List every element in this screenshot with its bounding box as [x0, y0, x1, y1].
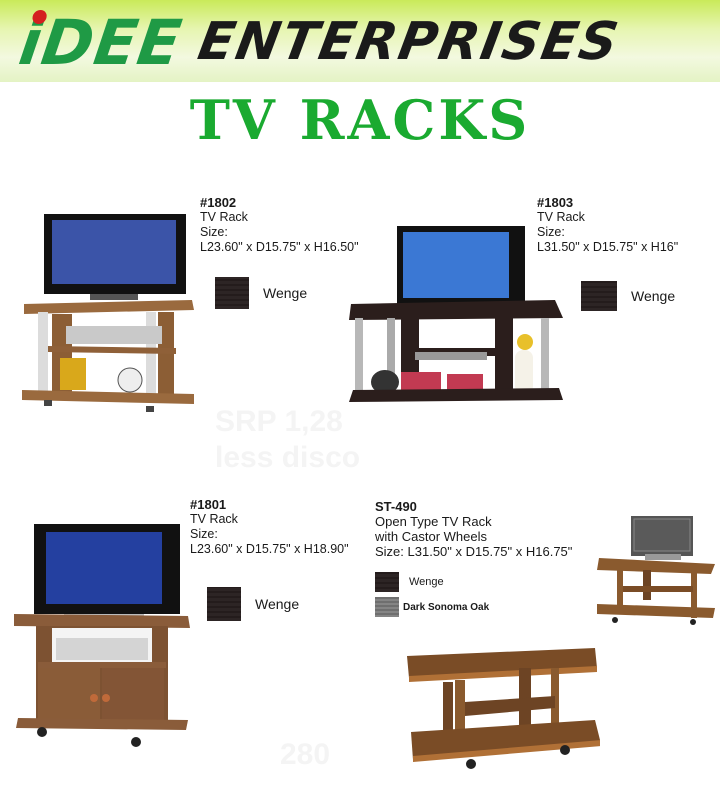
- product-dimensions: L23.60" x D15.75" x H18.90": [190, 542, 349, 556]
- product-info-1803: #1803 TV Rack Size: L31.50" x D15.75" x …: [537, 195, 678, 255]
- wenge-swatch: [375, 572, 399, 592]
- wenge-swatch: [581, 281, 617, 311]
- finish-label: Wenge: [631, 288, 676, 304]
- finish-label: Dark Sonoma Oak: [403, 601, 490, 613]
- wenge-swatch: [207, 587, 241, 621]
- product-info-1802: #1802 TV Rack Size: L23.60" x D15.75" x …: [200, 195, 359, 255]
- product-image-1802: [22, 214, 194, 412]
- watermark-bottom: 280: [280, 738, 331, 771]
- product-code: ST-490: [375, 499, 417, 514]
- product-name: Open Type TV Rack: [375, 514, 492, 529]
- watermark-line-1: SRP 1,28: [215, 405, 343, 438]
- product-dimensions: L31.50" x D15.75" x H16": [537, 240, 679, 254]
- product-name: TV Rack: [537, 210, 585, 224]
- product-image-1803: [349, 226, 563, 402]
- product-name: TV Rack: [190, 512, 238, 526]
- finish-label: Wenge: [409, 576, 444, 588]
- finish-swatch-wenge-1802: Wenge: [215, 277, 307, 309]
- product-info-1801: #1801 TV Rack Size: L23.60" x D15.75" x …: [190, 497, 349, 557]
- finish-label: Wenge: [263, 285, 308, 301]
- product-info-st490: ST-490 Open Type TV Rack with Castor Whe…: [375, 499, 572, 559]
- watermark-line-2: less disco: [215, 441, 361, 474]
- product-image-st490-with-tv: [597, 516, 715, 625]
- brand-logo: iDEE ENTERPRISES: [15, 6, 625, 79]
- product-name-line2: with Castor Wheels: [375, 529, 487, 544]
- product-image-st490-large: [407, 648, 600, 769]
- finish-label: Wenge: [255, 596, 300, 612]
- brand-idee: iDEE: [15, 6, 187, 79]
- brand-banner: iDEE ENTERPRISES: [0, 0, 720, 82]
- product-code: #1803: [537, 195, 574, 210]
- product-code: #1802: [200, 195, 237, 210]
- watermark-price: SRP 1,28 less disco: [215, 404, 360, 476]
- dark-sonoma-oak-swatch: [375, 597, 399, 617]
- product-name: TV Rack: [200, 210, 248, 224]
- brand-enterprises: ENTERPRISES: [194, 12, 625, 72]
- product-size-label: Size:: [190, 527, 218, 541]
- product-dimensions: Size: L31.50" x D15.75" x H16.75": [375, 544, 573, 559]
- product-size-label: Size:: [200, 225, 228, 239]
- product-code: #1801: [190, 497, 227, 512]
- wenge-swatch: [215, 277, 249, 309]
- finish-swatch-wenge-1801: Wenge: [207, 587, 299, 621]
- product-image-1801: [14, 524, 190, 747]
- page-title: TV RACKS: [189, 88, 531, 152]
- finish-swatch-wenge-1803: Wenge: [581, 281, 675, 311]
- finish-swatch-dark-sonoma-oak-st490: Dark Sonoma Oak: [375, 597, 489, 617]
- product-size-label: Size:: [537, 225, 565, 239]
- product-dimensions: L23.60" x D15.75" x H16.50": [200, 240, 359, 254]
- finish-swatch-wenge-st490: Wenge: [375, 572, 444, 592]
